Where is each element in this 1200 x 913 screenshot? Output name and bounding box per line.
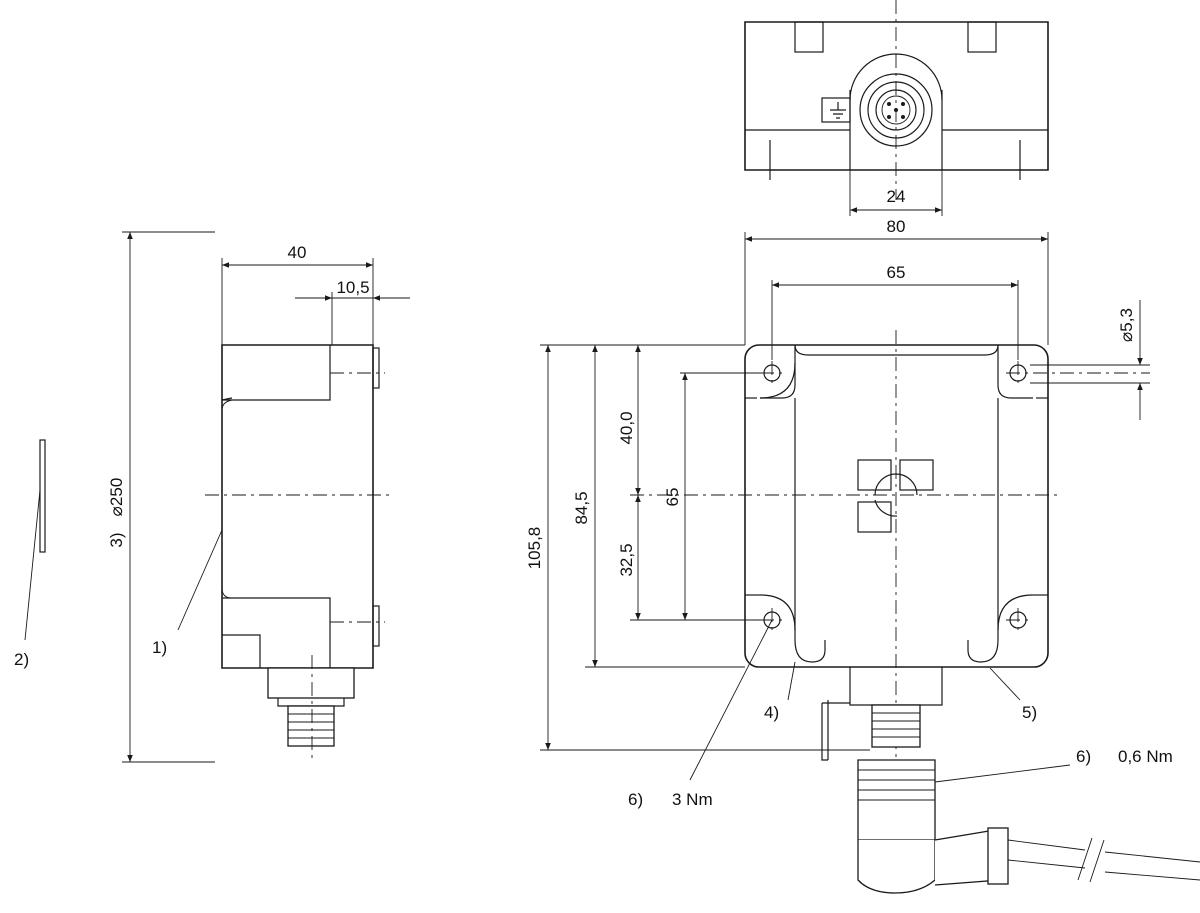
dim-range-diameter: ⌀250 [107,478,126,517]
callout-face: 1) [152,638,167,657]
callout-4: 4) [764,703,779,722]
dim-hole-spacing-v: 65 [663,488,682,507]
dim-width: 80 [887,217,906,236]
torque-screw-value: 3 Nm [672,790,713,809]
dim-height-body: 84,5 [572,491,591,524]
dim-upper: 40,0 [617,411,636,444]
callout-range: 3) [107,532,126,547]
callout-torque-screw: 6) [628,790,643,809]
dim-height-total: 105,8 [525,527,544,570]
dim-connector-width: 24 [887,187,906,206]
ground-icon [821,97,851,123]
front-view: 80 65 ⌀5,3 105,8 84,5 40,0 32,5 65 4) 5) [525,217,1200,894]
dim-hole-diameter: ⌀5,3 [1117,308,1136,342]
dim-lower: 32,5 [617,543,636,576]
callout-5: 5) [1022,703,1037,722]
top-view: 24 [744,0,1049,216]
callout-torque-plug: 6) [1076,747,1091,766]
dim-offset: 10,5 [336,278,369,297]
torque-plug-value: 0,6 Nm [1118,747,1173,766]
side-view: 40 10,5 ⌀250 3) 2) 1) [14,231,410,763]
dim-hole-spacing-h: 65 [887,263,906,282]
dim-depth: 40 [288,243,307,262]
callout-target: 2) [14,650,29,669]
